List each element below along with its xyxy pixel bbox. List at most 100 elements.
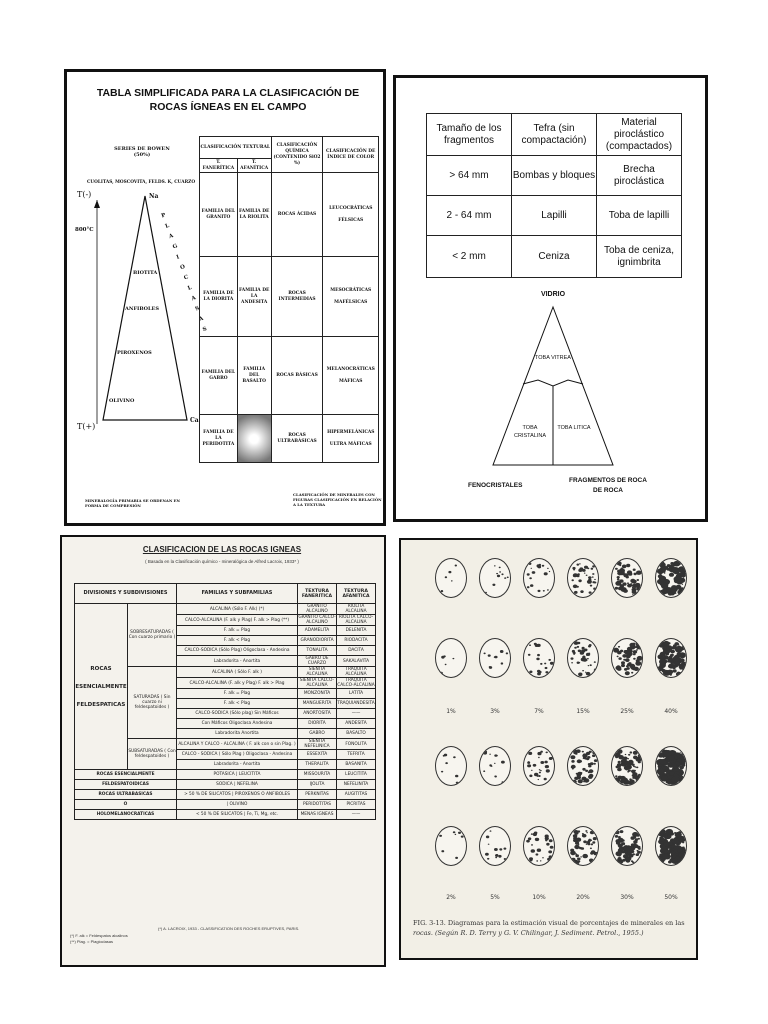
percentage-circle <box>611 746 643 786</box>
tefra-bombas: Bombas y bloques <box>511 155 597 196</box>
percentage-label: 7% <box>534 708 544 715</box>
bowen-top-minerals: CUOLITAS, MOSCOVITA, FELDS. K, CUARZO <box>87 180 196 185</box>
caption-line1: FIG. 3-13. Diagramas para la estimación … <box>413 919 685 927</box>
percentage-circle <box>567 638 599 678</box>
percentage-circle <box>611 826 643 866</box>
note-plag: (**) Plag. = Plagioclasas <box>70 939 114 944</box>
bottom-family-mineral: OLIVINO <box>229 802 248 807</box>
panel3-title: CLASIFICACION DE LAS ROCAS IGNEAS <box>142 545 302 554</box>
toba-vitrea-label: TOBA VITREA <box>535 355 571 361</box>
family-cell: F. alk < Plag <box>176 635 298 646</box>
family-cell: Labradorita - Anortita <box>176 655 298 667</box>
temperature-label: 800°C <box>75 227 94 233</box>
family-cell: CALCO-SODICA (Sólo Plag) Oligoclasa - An… <box>176 645 298 656</box>
color-leuco-2: FÉLSICAS <box>338 217 364 223</box>
faneritica-cell: TONALITA <box>297 645 337 656</box>
afanitica-cell: BASANITA <box>336 759 376 770</box>
bottom-afanitica: PICRITAS <box>336 799 376 810</box>
faneritica-cell: ANORTOSITA <box>297 708 337 719</box>
afanitica-cell: TEFRITA <box>336 749 376 760</box>
bottom-faneritica: PERIDOTITAS <box>297 799 337 810</box>
mineral-biotita: BIOTITA <box>133 270 158 276</box>
footer-left: MINERALOGÍA PRIMARIA SE ORDENAN EN FORMA… <box>85 498 181 508</box>
bottom-afanitica: LEUCITITA <box>336 769 376 780</box>
percentage-label: 10% <box>532 894 546 901</box>
na-label: Na <box>149 193 159 200</box>
faneritica-cell: SIENITA ALCALINA <box>297 666 337 678</box>
family-cell: F. alk = Plag <box>176 688 298 699</box>
family-cell: CALCO-ALCALINA (F. alk y Plag) F. alk > … <box>176 677 298 689</box>
bottom-family-type: > 50 % DE SILICATOS <box>184 792 231 797</box>
bottom-family: POTASICA | LEUCITITA <box>176 769 298 780</box>
percentage-label: 40% <box>664 708 678 715</box>
bottom-family-mineral: LEUCITITA <box>238 772 261 777</box>
fam-diorita: FAMILIA DE LA DIORITA <box>199 256 238 337</box>
rock-family-table: CLASIFICACIÓN TEXTURAL CLASIFICACIÓN QUÍ… <box>199 136 379 463</box>
fam-peridotita: FAMILIA DE LA PERIDOTITA <box>199 414 238 463</box>
family-cell: Labradorita Anortita <box>176 728 298 739</box>
percentage-label: 1% <box>446 708 456 715</box>
col-tamano: Tamaño de los fragmentos <box>426 113 512 156</box>
percentage-circle <box>567 558 599 598</box>
bottom-division: ROCAS ULTRABASICAS <box>74 789 177 800</box>
color-melano-1: MELANOCRÁTICAS <box>326 366 375 372</box>
ca-label: Ca <box>190 417 199 424</box>
t-minus-label: T(-) <box>77 190 92 199</box>
header-quimica: CLASIFICACIÓN QUÍMICA (CONTENIDO SiO2 %) <box>270 136 324 173</box>
toba-cristalina-label: TOBA CRISTALINA <box>514 425 546 439</box>
tefra-ceniza: Ceniza <box>511 235 597 278</box>
faneritica-cell: GABRO DE CUARZO <box>297 655 337 667</box>
bottom-family: > 50 % DE SILICATOS | PIROXENOS O ANFIBO… <box>176 789 298 800</box>
fam-andesita: FAMILIA DE LA ANDESITA <box>236 256 272 337</box>
bottom-afanitica: NEFELINITA <box>336 779 376 790</box>
afanitica-cell: BASALTO <box>336 728 376 739</box>
percentage-label: 20% <box>576 894 590 901</box>
percentage-circle <box>435 746 467 786</box>
family-cell: ALCALINA Y CALCO - ALCALINA ( F. alk con… <box>176 738 298 750</box>
percentage-circle <box>479 558 511 598</box>
fenocristales-label: FENOCRISTALES <box>468 482 523 489</box>
note-falk: (*) F. alk = Feldespatos alcalinos <box>70 933 128 938</box>
percentage-label: 50% <box>664 894 678 901</box>
percentage-circle <box>523 746 555 786</box>
size-2-64: 2 - 64 mm <box>426 195 512 236</box>
percentage-circle <box>479 746 511 786</box>
bottom-faneritica: IJOLITA <box>297 779 337 790</box>
color-hiper-2: ULTRA MÁFICAS <box>329 441 372 447</box>
percentage-label: 5% <box>490 894 500 901</box>
faneritica-cell: GRANITO CALCO-ALCALINO <box>297 614 337 626</box>
color-melano-2: MÁFICAS <box>338 378 363 384</box>
mineral-percentage-chart-panel: 1%3%7%15%25%40%2%5%10%20%30%50% FIG. 3-1… <box>399 538 698 960</box>
family-cell: CALCO-SODICA (Sólo plag) Sin Máficos <box>176 708 298 719</box>
col-faneritica: TEXTURA FANERITICA <box>297 583 337 604</box>
family-cell: CALCO - SODICA ( Sólo Plag ) Oligoclasa … <box>176 749 298 760</box>
faneritica-cell: THERALITA <box>297 759 337 770</box>
bottom-faneritica: MENAS IGNEAS <box>297 809 337 820</box>
bottom-afanitica: —— <box>336 809 376 820</box>
percentage-label: 15% <box>576 708 590 715</box>
gradient-cell <box>236 414 272 463</box>
afanitica-cell: LATITA <box>336 688 376 699</box>
percentage-circle <box>567 826 599 866</box>
afanitica-cell: TRAQUITA ALCALINA <box>336 666 376 678</box>
col-tefra: Tefra (sin compactación) <box>511 113 597 156</box>
afanitica-cell: TRAQUITA CALCO-ALCALINA <box>336 677 376 689</box>
panel1-title-line1: TABLA SIMPLIFICADA PARA LA CLASIFICACIÓN… <box>96 87 360 99</box>
bottom-family: SODICA | NEFELINA <box>176 779 298 790</box>
lacroix-reference: (*) A. LACROIX, 1933 - CLASSIFICATION DE… <box>158 926 300 931</box>
color-meso-2: MAFÉLSICAS <box>334 299 368 305</box>
caption-line2: rocas. (Según R. D. Terry y G. V. Chilin… <box>413 929 644 937</box>
fam-riolita: FAMILIA DE LA RIOLITA <box>236 172 272 257</box>
percentage-label: 2% <box>446 894 456 901</box>
header-textural: CLASIFICACIÓN TEXTURAL <box>199 136 272 159</box>
faneritica-cell: MANGUERITA <box>297 698 337 709</box>
header-afanitica: T. AFANÍTICA <box>236 158 272 173</box>
percentage-label: 3% <box>490 708 500 715</box>
faneritica-cell: GRANODIORITA <box>297 635 337 646</box>
fam-gabro: FAMILIA DEL GABRO <box>199 336 238 415</box>
group-name: SATURADAS ( Sin cuarzo ni feldespatoides… <box>127 666 177 739</box>
igneous-field-classification-panel: TABLA SIMPLIFICADA PARA LA CLASIFICACIÓN… <box>64 69 386 526</box>
bowen-series-title: SERIES DE BOWEN (50%) <box>114 146 170 158</box>
mineral-piroxenos: PIROXENOS <box>117 350 152 356</box>
header-indice: CLASIFICACIÓN DE ÍNDICE DE COLOR <box>322 136 379 173</box>
